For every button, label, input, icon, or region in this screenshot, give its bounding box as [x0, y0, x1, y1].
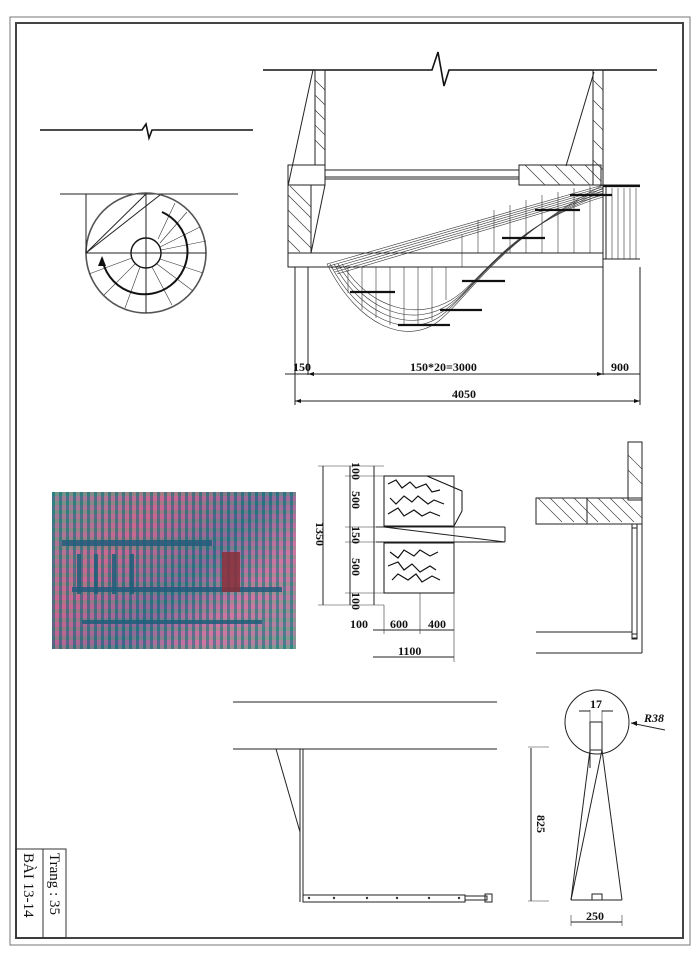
dim-left-offset-detail: 100	[350, 617, 368, 631]
dim-top-cover: 100	[349, 462, 363, 480]
dim-embed: 600	[390, 617, 408, 631]
dim-bottom-cover: 100	[349, 592, 363, 610]
page-label: Trang : 35	[46, 853, 62, 915]
dim-lower-block: 500	[349, 558, 363, 576]
direction-arrow-icon	[98, 256, 106, 266]
dim-step-thickness: 150	[349, 526, 363, 544]
baluster-detail	[528, 689, 666, 926]
sheet-frame	[9, 16, 691, 946]
dim-landing: 900	[611, 360, 629, 374]
lesson-label: BÀI 13-14	[20, 853, 37, 918]
dim-upper-block: 500	[349, 491, 363, 509]
dim-radius: R38	[643, 711, 664, 725]
step-anchor-detail	[318, 465, 506, 662]
title-block	[15, 848, 67, 939]
dim-base-width: 250	[586, 909, 604, 923]
railing-elevation	[233, 701, 497, 903]
stair-photo	[52, 492, 296, 649]
stair-elevation	[263, 51, 657, 405]
plan-view	[40, 121, 253, 314]
dim-left-offset: 150	[293, 360, 311, 374]
landing-section	[535, 441, 643, 654]
dim-top-width: 17	[590, 697, 602, 711]
dim-steps: 150*20=3000	[410, 360, 477, 374]
dim-baluster-height: 825	[534, 815, 548, 833]
dim-taper: 400	[428, 617, 446, 631]
dim-total-height: 1350	[313, 522, 327, 546]
dim-total-width: 1100	[398, 644, 421, 658]
dim-total-length: 4050	[452, 387, 476, 401]
